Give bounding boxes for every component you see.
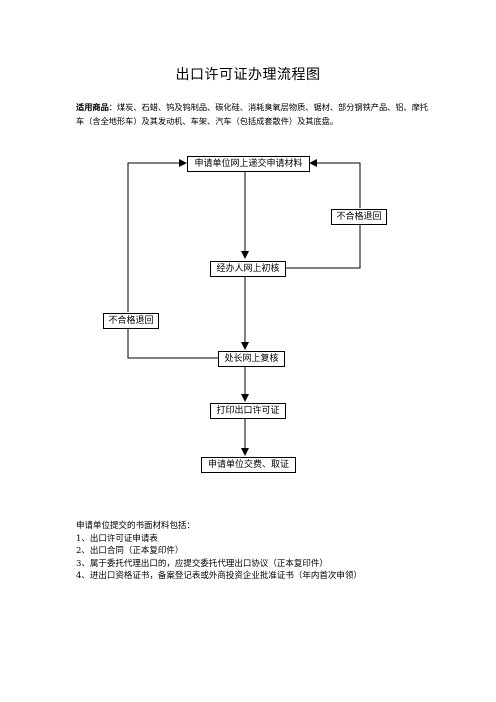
list-item: 2、出口合同（正本复印件） — [76, 546, 184, 557]
step-submit-application-box: 申请单位网上递交申请材料 — [187, 156, 310, 172]
list-item: 1、出口许可证申请表 — [76, 533, 158, 544]
applicable-goods-text: ：煤炭、石蜡、钨及钨制品、碳化硅、消耗臭氧层物质、锯材、部分钢铁产品、铝、摩托车… — [76, 102, 429, 126]
notes-heading: 申请单位提交的书面材料包括： — [76, 521, 196, 531]
step-print-license-box: 打印出口许可证 — [210, 403, 286, 419]
reject-return-left-box: 不合格退回 — [103, 313, 159, 329]
applicable-goods-paragraph: 适用商品：煤炭、石蜡、钨及钨制品、碳化硅、消耗臭氧层物质、锯材、部分钢铁产品、铝… — [76, 100, 436, 128]
right-reject-loop-return — [309, 159, 361, 208]
left-reject-loop — [127, 328, 218, 359]
right-reject-loop — [286, 224, 361, 269]
step-initial-review-box: 经办人网上初核 — [210, 261, 286, 277]
page-title: 出口许可证办理流程图 — [175, 67, 321, 83]
applicable-goods-label: 适用商品 — [76, 102, 109, 112]
required-documents-notes: 申请单位提交的书面材料包括： 1、出口许可证申请表 2、出口合同（正本复印件） … — [76, 520, 456, 583]
list-item: 3、属于委托代理出口的，应提交委托代理出口协议（正本复印件） — [76, 558, 328, 569]
list-item: 4、进出口资格证书，备案登记表或外商投资企业批准证书（年内首次申领） — [76, 571, 362, 582]
left-reject-loop-return — [127, 159, 187, 312]
step-pay-and-collect-box: 申请单位交费、取证 — [201, 457, 296, 473]
step-secondary-review-box: 处长网上复核 — [218, 351, 285, 367]
reject-return-right-box: 不合格退回 — [331, 209, 387, 225]
